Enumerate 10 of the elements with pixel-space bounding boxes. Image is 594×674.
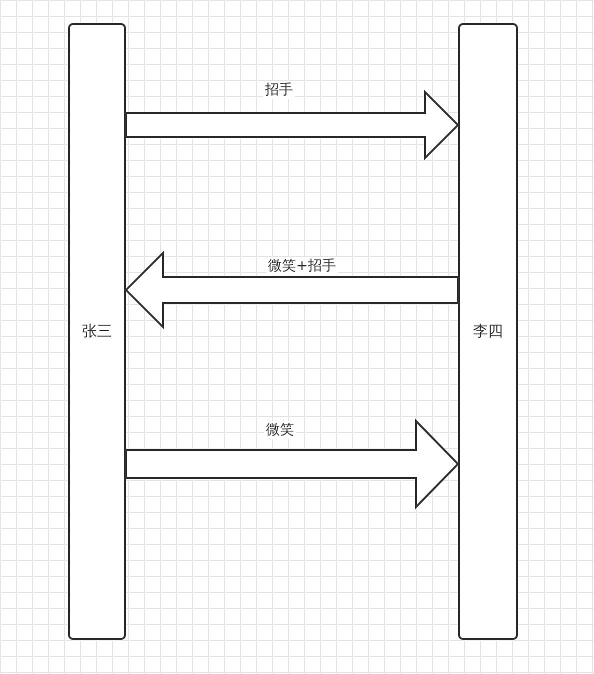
edge-label: 微笑+招手 [266, 257, 338, 275]
lifeline-label: 李四 [473, 322, 503, 341]
lifeline-box [458, 23, 518, 640]
lifeline-label: 张三 [82, 322, 112, 341]
block-arrow [124, 250, 459, 330]
edge-label: 招手 [263, 81, 295, 99]
edge-label: 微笑 [264, 421, 296, 439]
block-arrow [125, 90, 460, 160]
lifeline-box [68, 23, 126, 640]
block-arrow [125, 418, 460, 510]
